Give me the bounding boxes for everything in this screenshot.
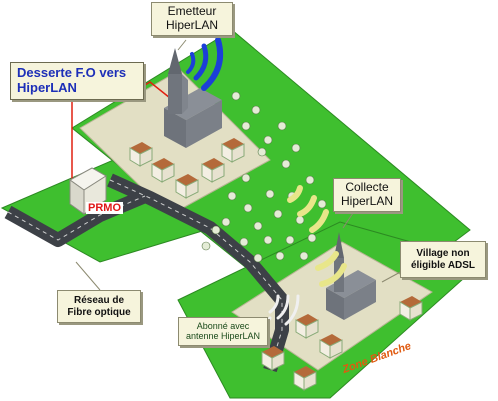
callout-village-line2: éligible ADSL [410, 259, 476, 271]
callout-abonne-line2: antenne HiperLAN [185, 331, 261, 342]
callout-desserte-line2: HiperLAN [17, 79, 77, 95]
callout-emetteur: Emetteur HiperLAN [151, 2, 233, 36]
callout-reseau-line1: Réseau de [73, 295, 125, 306]
callout-collecte: Collecte HiperLAN [333, 178, 401, 212]
road-dash-main [109, 179, 283, 371]
callout-emetteur-line1: Emetteur [167, 4, 217, 18]
callout-abonne-line1: Abonné avec [196, 321, 250, 331]
church [164, 48, 222, 148]
callout-abonne: Abonné avec antenne HiperLAN [178, 317, 268, 346]
callout-reseau-line2: Fibre optique [67, 306, 131, 318]
pointer-reseau [75, 261, 101, 291]
houses-church [129, 138, 245, 199]
callout-emetteur-line2: HiperLAN [165, 17, 219, 32]
waves-emitter [186, 37, 224, 91]
callout-desserte-line1: Desserte F.O vers [17, 65, 127, 80]
pointer-emetteur [177, 39, 187, 51]
callout-desserte: Desserte F.O vers HiperLAN [10, 62, 144, 100]
prmo-label: PRMO [86, 202, 123, 214]
callout-village: Village non éligible ADSL [400, 241, 486, 278]
callout-reseau: Réseau de Fibre optique [57, 290, 141, 323]
houses-village [261, 296, 423, 391]
waves-collecte [287, 185, 347, 287]
callout-collecte-line1: Collecte [345, 180, 389, 194]
pointer-collecte [342, 209, 356, 229]
callout-village-line1: Village non [416, 248, 470, 259]
callout-collecte-line2: HiperLAN [340, 193, 394, 208]
